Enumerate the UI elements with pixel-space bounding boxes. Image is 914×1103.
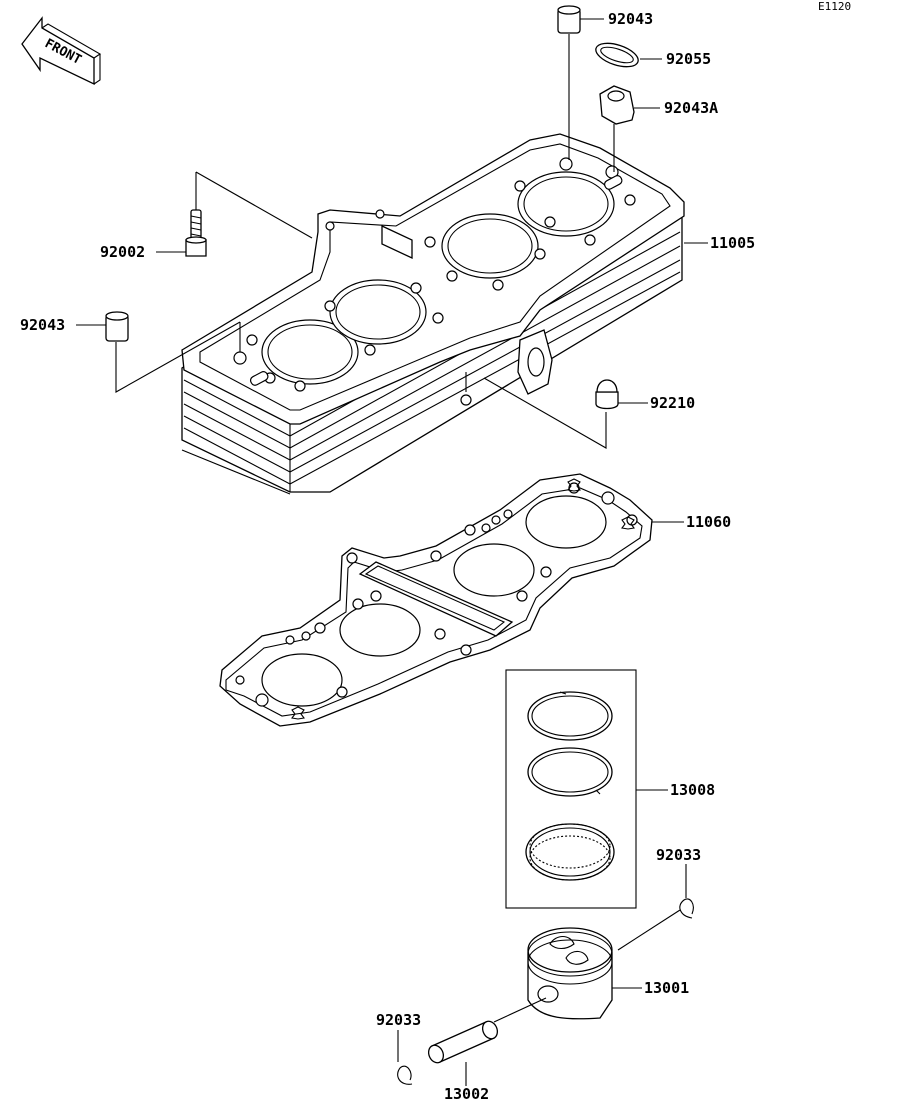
part-number-92033-left: 92033 — [376, 1011, 421, 1029]
part-number-13001: 13001 — [644, 979, 689, 997]
piston-pin — [427, 1020, 499, 1064]
part-number-13002: 13002 — [444, 1085, 489, 1103]
part-number-92043-left: 92043 — [20, 316, 65, 334]
o-ring — [595, 42, 639, 68]
cylinder-gasket — [219, 473, 653, 727]
part-number-92210: 92210 — [650, 394, 695, 412]
piston-pin-clip-left — [397, 1065, 413, 1085]
part-number-92055: 92055 — [666, 50, 711, 68]
leader-lines — [76, 18, 708, 1086]
part-number-92043A: 92043A — [664, 99, 718, 117]
front-arrow-icon: FRONT — [21, 16, 102, 86]
dowel-pin-top — [557, 5, 581, 34]
collar — [599, 85, 635, 125]
cylinder-block — [181, 133, 685, 495]
part-number-92002: 92002 — [100, 243, 145, 261]
piston-ring-set — [505, 669, 637, 909]
part-number-13008: 13008 — [670, 781, 715, 799]
part-number-11005: 11005 — [710, 234, 755, 252]
cap-nut — [595, 379, 619, 410]
piston — [527, 927, 613, 1020]
bolt — [185, 209, 207, 257]
piston-pin-clip-right — [679, 898, 694, 919]
part-number-92043-top: 92043 — [608, 10, 653, 28]
dowel-pin-left — [105, 311, 129, 342]
part-number-11060: 11060 — [686, 513, 731, 531]
diagram-code: E1120 — [818, 0, 851, 13]
part-number-92033-right: 92033 — [656, 846, 701, 864]
